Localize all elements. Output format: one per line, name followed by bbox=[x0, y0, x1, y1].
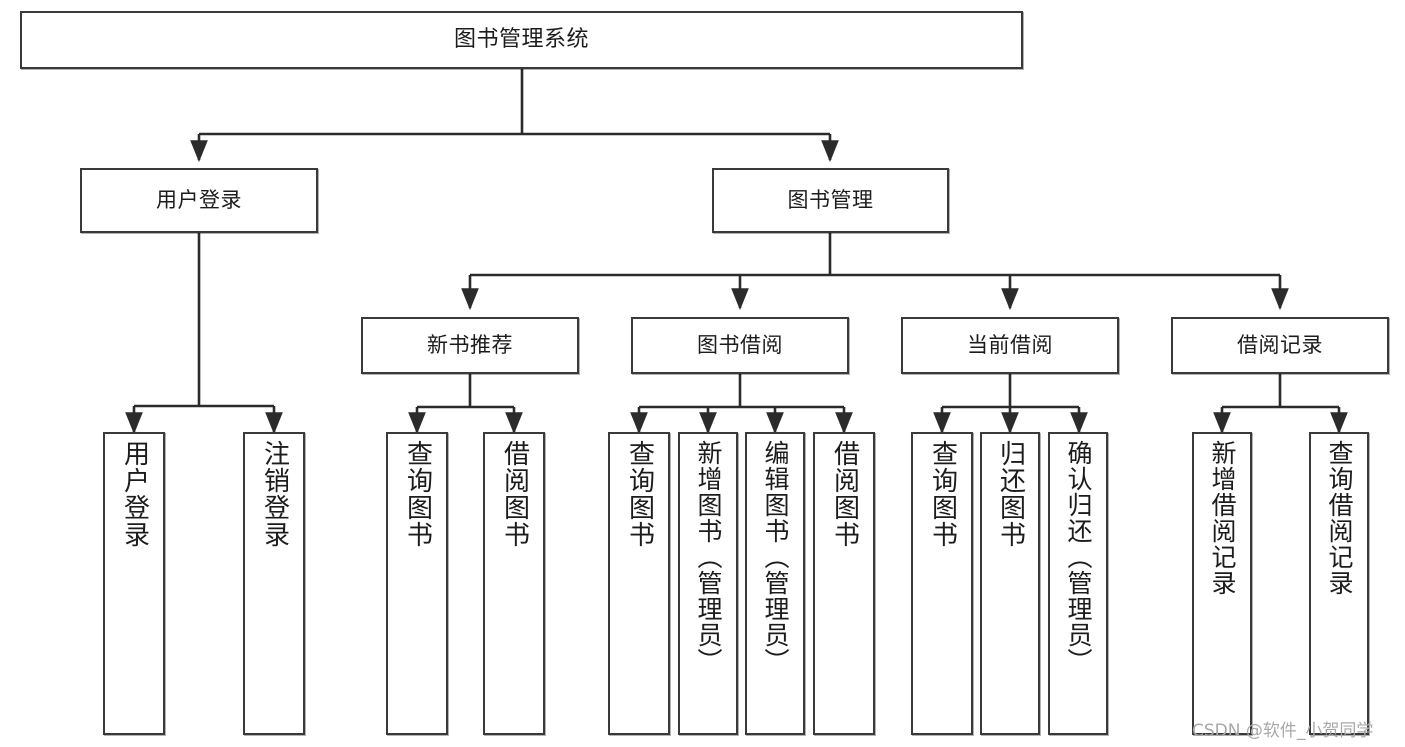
leaf-borrow-record-add-record[interactable]: 新增借阅记录 bbox=[1192, 432, 1252, 735]
node-label: 新书推荐 bbox=[427, 332, 513, 357]
node-book-borrow[interactable]: 图书借阅 bbox=[631, 317, 849, 374]
leaf-user-login-login[interactable]: 用户登录 bbox=[103, 432, 165, 735]
leaf-current-borrow-return-book[interactable]: 归还图书 bbox=[980, 432, 1040, 735]
node-label: 借阅记录 bbox=[1237, 332, 1323, 357]
node-new-book-recommend[interactable]: 新书推荐 bbox=[361, 317, 579, 374]
node-label: 编辑图书（管理员） bbox=[761, 440, 790, 674]
node-label: 归还图书 bbox=[995, 440, 1026, 548]
node-borrow-record[interactable]: 借阅记录 bbox=[1171, 317, 1389, 374]
node-label: 借阅图书 bbox=[499, 440, 530, 548]
node-label: 查询图书 bbox=[402, 440, 433, 548]
node-label: 借阅图书 bbox=[829, 440, 860, 548]
leaf-book-borrow-borrow-book[interactable]: 借阅图书 bbox=[813, 432, 875, 735]
node-label: 查询图书 bbox=[624, 440, 655, 548]
leaf-book-borrow-edit-book-admin[interactable]: 编辑图书（管理员） bbox=[745, 432, 805, 735]
node-user-login[interactable]: 用户登录 bbox=[80, 168, 318, 233]
node-label: 查询图书 bbox=[927, 440, 958, 548]
node-label: 新增图书（管理员） bbox=[694, 440, 723, 674]
csdn-watermark: CSDN @软件_小贺同学 bbox=[1192, 721, 1374, 741]
leaf-borrow-record-query-record[interactable]: 查询借阅记录 bbox=[1309, 432, 1369, 735]
leaf-current-borrow-query-book[interactable]: 查询图书 bbox=[911, 432, 973, 735]
node-label: 注销登录 bbox=[259, 440, 290, 548]
node-label: 查询借阅记录 bbox=[1325, 440, 1354, 596]
node-current-borrow[interactable]: 当前借阅 bbox=[901, 317, 1119, 374]
node-label: 当前借阅 bbox=[967, 332, 1053, 357]
node-label: 用户登录 bbox=[156, 187, 242, 212]
node-label: 确认归还（管理员） bbox=[1064, 440, 1093, 674]
node-label: 图书管理系统 bbox=[453, 26, 589, 52]
node-root-book-management-system[interactable]: 图书管理系统 bbox=[20, 11, 1023, 69]
leaf-book-borrow-add-book-admin[interactable]: 新增图书（管理员） bbox=[678, 432, 738, 735]
leaf-new-book-query-book[interactable]: 查询图书 bbox=[386, 432, 448, 735]
leaf-book-borrow-query-book[interactable]: 查询图书 bbox=[608, 432, 670, 735]
leaf-current-borrow-confirm-return-admin[interactable]: 确认归还（管理员） bbox=[1048, 432, 1108, 735]
leaf-new-book-borrow-book[interactable]: 借阅图书 bbox=[483, 432, 545, 735]
node-book-management[interactable]: 图书管理 bbox=[712, 168, 949, 233]
leaf-user-login-logout[interactable]: 注销登录 bbox=[243, 432, 305, 735]
node-label: 用户登录 bbox=[119, 440, 150, 548]
node-label: 图书借阅 bbox=[697, 332, 783, 357]
node-label: 新增借阅记录 bbox=[1208, 440, 1237, 596]
node-label: 图书管理 bbox=[787, 187, 874, 212]
